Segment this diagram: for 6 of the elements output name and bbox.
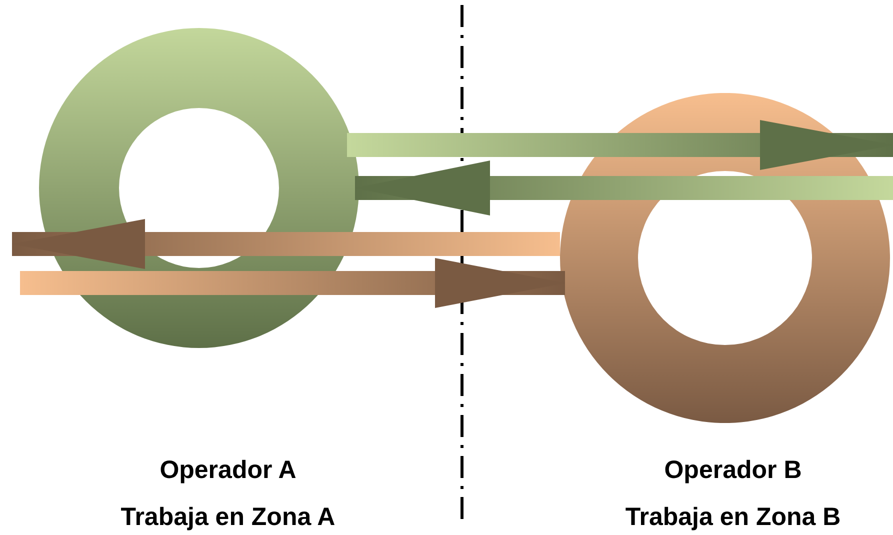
arrow xyxy=(20,258,565,308)
arrow xyxy=(347,120,893,170)
operator-label: Operador A Trabaja en Zona A xyxy=(120,455,336,533)
arrow xyxy=(355,160,893,216)
operator-label: Operador B Trabaja en Zona B xyxy=(625,455,841,533)
arrow xyxy=(12,219,560,269)
